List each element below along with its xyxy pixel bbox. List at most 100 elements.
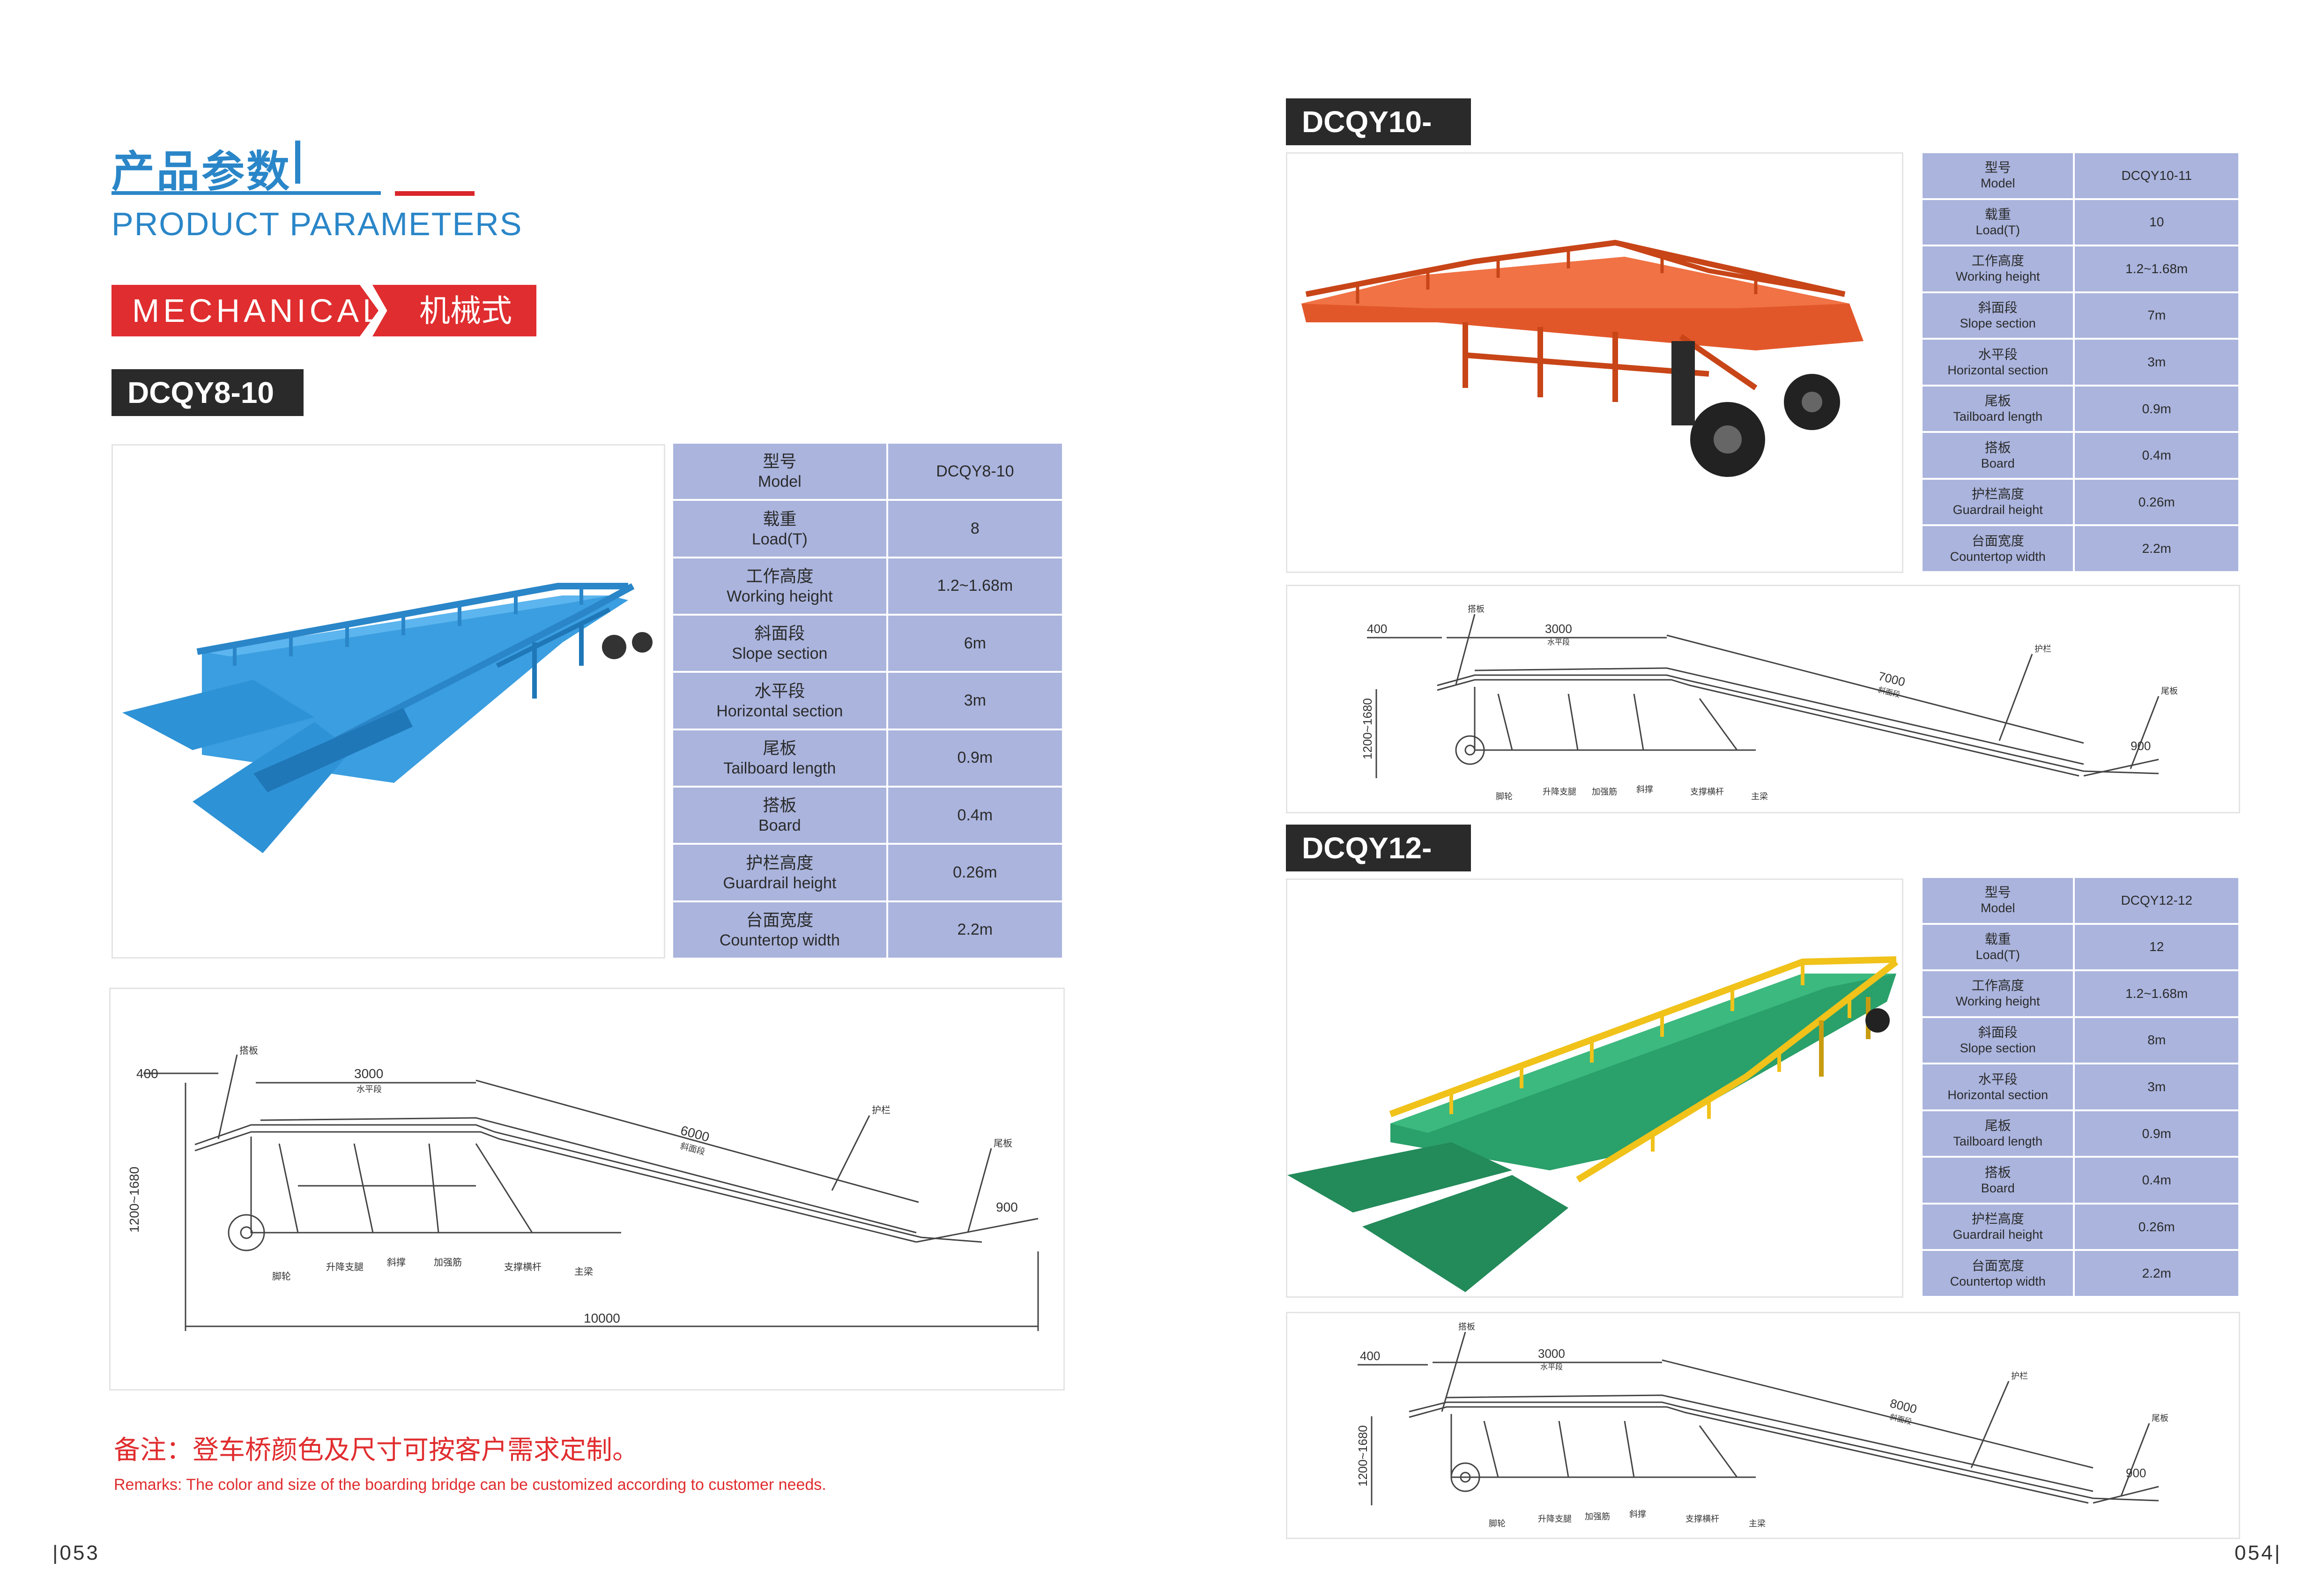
spec-label-en: Working height (1955, 269, 2040, 284)
spec-value: 0.26m (2073, 477, 2240, 527)
spec-label-cn: 搭板 (1984, 440, 2011, 455)
spec-value: 0.4m (886, 785, 1064, 845)
spec-value: DCQY8-10 (886, 441, 1064, 501)
model-tag-3: DCQY12-12 (1286, 825, 1471, 912)
spec-value: 0.26m (2073, 1202, 2240, 1251)
callout3-mainbeam: 主梁 (1749, 1519, 1766, 1528)
spec-value: 12 (2073, 922, 2240, 972)
spec-label-cn: 搭板 (1984, 1165, 2011, 1180)
spec-value: 0.4m (2073, 1156, 2240, 1205)
spec-label-en: Model (1980, 176, 2015, 191)
callout2-crossbar: 支撑横杆 (1690, 787, 1724, 796)
spec-label-en: Horizontal section (716, 702, 843, 720)
callout-board: 搭板 (239, 1045, 258, 1056)
spec-label-en: Model (758, 473, 802, 491)
drawing2-dim-400: 400 (1367, 622, 1387, 636)
spec-label-en: Load(T) (751, 530, 808, 548)
spec-value: 1.2~1.68m (886, 556, 1064, 616)
callout3-tailboard: 尾板 (2152, 1413, 2168, 1423)
spec-value: 2.2m (886, 900, 1064, 960)
spec-value: 8m (2073, 1016, 2240, 1065)
callout2-guardrail: 护栏 (2034, 644, 2051, 654)
callout3-rib: 加强筋 (1585, 1512, 1610, 1521)
spec-value: 6m (886, 613, 1064, 673)
page-number-right: 054| (2235, 1541, 2282, 1564)
spec-label: 水平段 Horizontal section (671, 671, 888, 730)
callout-guardrail: 护栏 (872, 1105, 891, 1116)
product-photo-3 (1286, 878, 1903, 1298)
spec-value: 0.4m (2073, 431, 2240, 480)
spec-label-cn: 尾板 (1984, 394, 2011, 409)
callout3-wheel: 脚轮 (1489, 1519, 1506, 1528)
spec-label-en: Board (758, 817, 801, 835)
spec-label-en: Slope section (1960, 316, 2036, 331)
spec-label-en: Working height (1955, 994, 2040, 1009)
spec-value: 2.2m (2073, 524, 2240, 573)
drawing2-dim-slope: 7000 (1877, 669, 1907, 689)
callout2-brace: 斜撑 (1636, 785, 1653, 794)
spec-label-en: Tailboard length (1953, 409, 2043, 424)
title-underline-blue (111, 191, 381, 195)
callout2-wheel: 脚轮 (1496, 792, 1513, 801)
spec-label-en: Tailboard length (1953, 1134, 2043, 1149)
spec-label-cn: 斜面段 (1978, 1025, 2018, 1040)
spec-label-cn: 载重 (1984, 931, 2011, 946)
spec-label-cn: 型号 (1984, 885, 2011, 900)
spec-label-cn: 载重 (1984, 207, 2011, 222)
spec-label-en: Countertop width (1950, 1274, 2046, 1288)
spec-label-en: Load(T) (1975, 223, 2020, 237)
spec-label-en: Guardrail height (1953, 1227, 2043, 1242)
page-number-left: |053 (52, 1541, 100, 1564)
drawing3-dim-tail: 900 (2126, 1466, 2146, 1480)
model-tag-1: DCQY8-10 (111, 369, 304, 416)
product-photo-1 (111, 444, 665, 959)
drawing1-dim-400: 400 (136, 1066, 158, 1081)
green-ramp-illustration (1287, 956, 1899, 1292)
drawing1-dim-total: 10000 (584, 1311, 620, 1325)
callout3-legs: 升降支腿 (1538, 1514, 1572, 1524)
callout3-brace: 斜撑 (1629, 1510, 1646, 1519)
spec-label-en: Guardrail height (1953, 503, 2043, 517)
spec-value: 10 (2073, 198, 2240, 247)
drawing1-label-horizontal: 水平段 (356, 1085, 382, 1094)
page-title-en: PRODUCT PARAMETERS (111, 206, 523, 242)
callout-wheel: 脚轮 (272, 1271, 291, 1282)
spec-label-en: Slope section (1960, 1041, 2036, 1056)
drawing1-label-slope: 斜面段 (679, 1141, 706, 1157)
drawing1-dim-tail: 900 (996, 1200, 1018, 1214)
spec-label-en: Horizontal section (1947, 363, 2049, 377)
spec-label-cn: 水平段 (754, 681, 805, 700)
spec-value: 0.9m (2073, 1109, 2240, 1158)
callout-legs: 升降支腿 (326, 1262, 364, 1272)
spec-label-cn: 护栏高度 (746, 853, 814, 872)
spec-label-cn: 台面宽度 (746, 910, 814, 930)
